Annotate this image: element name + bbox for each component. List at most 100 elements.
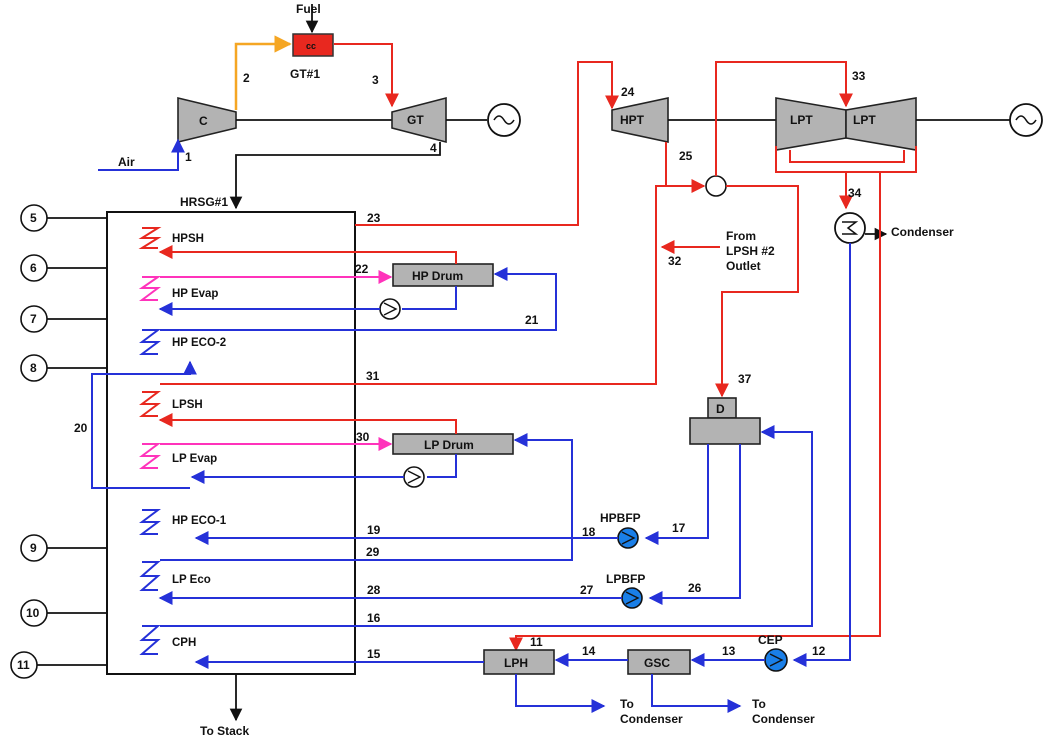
hrsg-section-lpsh: LPSH <box>139 391 203 417</box>
air-label: Air <box>118 155 135 169</box>
state-point-11: 11 <box>10 651 107 679</box>
to-condenser-c: To <box>752 697 766 711</box>
lp-drum-downcomer <box>427 454 457 478</box>
st-generator-wave <box>1015 115 1037 125</box>
stream-20-label: 20 <box>74 421 88 435</box>
lpt-left-label: LPT <box>790 113 813 127</box>
stream-11-label: 11 <box>530 635 543 649</box>
condenser-icon <box>834 212 866 244</box>
stream-3-label: 3 <box>372 73 379 87</box>
stream-25-label: 25 <box>679 149 693 163</box>
stream-22-label: 22 <box>355 262 369 276</box>
stream-18-label: 18 <box>582 525 596 539</box>
stream-28-label: 28 <box>367 583 381 597</box>
hrsg-section-hp-eco-1: HP ECO-1 <box>139 509 227 535</box>
gas-turbine <box>391 96 447 144</box>
hrsg-section-lp-evap: LP Evap <box>139 443 217 469</box>
deaerator-label: D <box>716 402 725 416</box>
stream-13-label: 13 <box>722 644 736 658</box>
lpt-right-label: LPT <box>853 113 876 127</box>
combustor-exhaust-line <box>334 43 399 108</box>
to-condenser-a: To <box>620 697 634 711</box>
lp-drum-label: LP Drum <box>424 438 474 452</box>
stream-34-label: 34 <box>848 186 862 200</box>
cep-label: CEP <box>758 633 783 647</box>
lp-eco-coil-icon <box>139 561 161 591</box>
to-condenser-b: Condenser <box>620 712 683 726</box>
fuel-label: Fuel <box>296 2 321 16</box>
cph-coil-icon <box>139 625 161 655</box>
svg-text:HP ECO-2: HP ECO-2 <box>172 337 226 349</box>
hpbfp-label: HPBFP <box>600 511 641 525</box>
lpt-exhaust-loop-outer <box>775 146 917 173</box>
compressor-discharge-line <box>234 35 292 110</box>
hp-eco-1-coil-icon <box>139 509 161 535</box>
stream-29-label: 29 <box>366 545 380 559</box>
stream-31-label: 31 <box>366 369 380 383</box>
state-point-9: 9 <box>20 534 107 562</box>
lp-eco-to-drum-29 <box>160 433 573 561</box>
from-lpsh-label-1: From <box>726 229 756 243</box>
hp-drum-label: HP Drum <box>412 269 463 283</box>
hrsg-section-cph: CPH <box>139 625 196 655</box>
air-inlet-line <box>98 138 185 171</box>
gsc <box>627 649 691 675</box>
drum-piping: 32 31 HP Drum 22 21 LP Drum 30 29 <box>158 185 720 561</box>
feedwater-section: D 17 HPBFP 18 19 26 LPBFP 27 28 16 12 CE… <box>158 243 851 726</box>
stream-17-label: 17 <box>672 521 686 535</box>
stream-37-label: 37 <box>738 372 752 386</box>
lpbfp-label: LPBFP <box>606 572 645 586</box>
deaerator-tank <box>689 417 761 445</box>
svg-text:10: 10 <box>26 606 40 620</box>
stream-1-label: 1 <box>185 150 192 164</box>
deaerator-to-lpbfp-26 <box>648 444 741 605</box>
svg-text:HP ECO-1: HP ECO-1 <box>172 515 227 527</box>
svg-text:CPH: CPH <box>172 637 196 649</box>
stream-19-label: 19 <box>367 523 381 537</box>
hp-drum <box>392 263 494 287</box>
hrsg-section-hp-evap: HP Evap <box>138 276 218 301</box>
lpsh-coil-icon <box>139 391 161 417</box>
steam-turbine-section: HPT LPT LPT 23 24 25 33 34 Condenser 11 <box>355 61 1043 652</box>
cph-to-deaerator-16 <box>160 425 813 627</box>
stream-2-label: 2 <box>243 71 250 85</box>
gt-name-label: GT#1 <box>290 67 320 81</box>
stack-label: To Stack <box>200 724 249 738</box>
state-point-7: 7 <box>20 305 107 333</box>
gt-generator-wave <box>493 115 515 125</box>
gas-turbine-label: GT <box>407 113 424 127</box>
stream-12-label: 12 <box>812 644 826 658</box>
stream-30-label: 30 <box>356 430 370 444</box>
condenser-to-cep-12 <box>792 243 851 667</box>
state-point-6: 6 <box>20 254 107 282</box>
state-point-5: 5 <box>20 204 107 232</box>
lp-steam-line-31 <box>160 185 704 385</box>
hrsg-section-lp-eco: LP Eco <box>139 561 211 591</box>
combustion-chamber <box>292 33 334 57</box>
svg-text:8: 8 <box>30 361 37 375</box>
to-condenser-d: Condenser <box>752 712 815 726</box>
hp-steam-line-23 <box>355 61 619 226</box>
stream-23-label: 23 <box>367 211 381 225</box>
state-point-8: 8 <box>20 354 107 382</box>
svg-text:LP Evap: LP Evap <box>172 453 217 465</box>
hp-eco-bypass-line <box>91 360 197 489</box>
hp-evap-coil-icon <box>138 276 162 301</box>
svg-text:HPSH: HPSH <box>172 233 204 245</box>
lp-drum <box>392 433 514 455</box>
from-lpsh-label-2: LPSH #2 <box>726 244 775 258</box>
gas-turbine-section: Fuel cc GT#1 2 3 C GT Air 1 4 <box>98 2 521 210</box>
hp-drum-downcomer <box>402 286 457 310</box>
lp-drum-to-lpsh <box>158 413 457 434</box>
hpt-label: HPT <box>620 113 645 127</box>
compressor-label: C <box>199 114 208 128</box>
svg-text:9: 9 <box>30 541 37 555</box>
stream-32-label: 32 <box>668 254 682 268</box>
hp-turbine <box>611 97 669 143</box>
state-point-10: 10 <box>20 599 107 627</box>
gt-exhaust-line <box>229 142 441 210</box>
hp-eco-to-drum-21 <box>160 267 557 331</box>
hrsg-section-hp-eco-2: HP ECO-2 <box>139 329 226 355</box>
lph <box>483 649 555 675</box>
